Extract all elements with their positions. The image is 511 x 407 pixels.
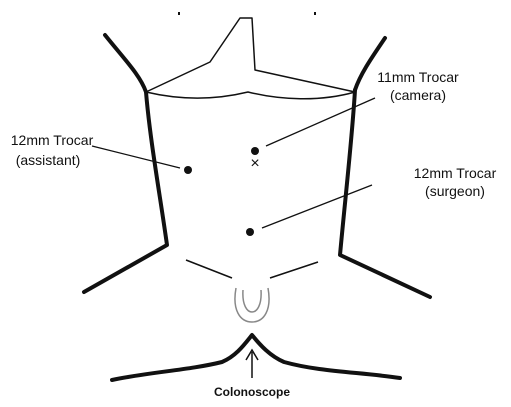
label-colonoscope: Colonoscope [214, 385, 290, 399]
label-surgeon-trocar-role: (surgeon) [425, 183, 485, 199]
label-surgeon-trocar: 12mm Trocar [414, 165, 497, 181]
left-inguinal-line [186, 260, 232, 278]
left-torso-outline [105, 35, 146, 92]
label-assistant-trocar-role: (assistant) [16, 152, 81, 168]
speck-left [178, 12, 180, 15]
leader-line-assistant [92, 146, 180, 168]
trocar-assistant-marker [184, 166, 192, 174]
umbilicus-mark: × [250, 155, 259, 172]
right-torso-outline-lower [340, 90, 430, 297]
perineum-inner [243, 290, 261, 312]
leader-line-surgeon [262, 185, 372, 228]
label-assistant-trocar: 12mm Trocar [11, 132, 94, 148]
speck-right [314, 12, 316, 15]
right-inguinal-line [270, 262, 318, 278]
subcostal-outline [146, 18, 355, 92]
label-camera-trocar: 11mm Trocar [377, 69, 459, 85]
leader-line-camera [266, 98, 375, 146]
trocar-camera-marker [251, 147, 259, 155]
trocar-surgeon-marker [246, 228, 254, 236]
subcostal-margin [146, 92, 355, 99]
left-torso-outline-lower [84, 92, 167, 292]
perineum-shape [235, 288, 269, 322]
label-camera-trocar-role: (camera) [390, 87, 446, 103]
